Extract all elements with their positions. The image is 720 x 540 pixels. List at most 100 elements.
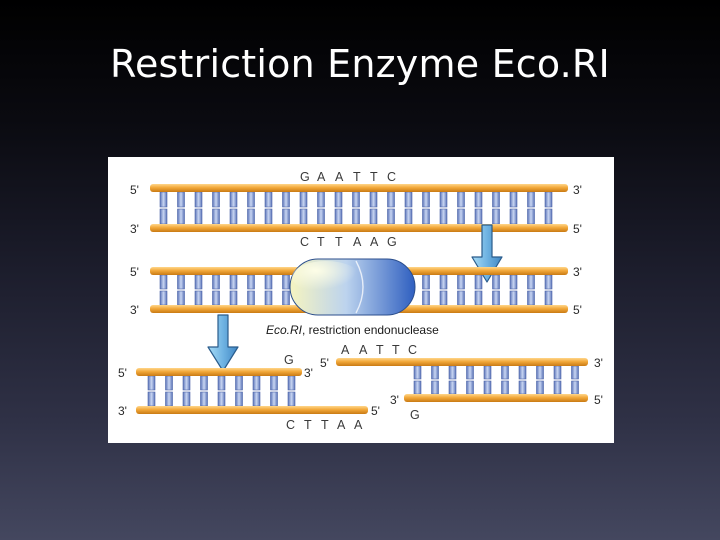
seq-base: G [387, 235, 397, 249]
base-pair-rung [264, 208, 273, 225]
base-pair-rung [247, 290, 255, 306]
base-pair-rung [509, 274, 518, 290]
seq-base: A [317, 170, 326, 184]
base-pair-rung [182, 375, 191, 391]
top-recognition-sequence: G A A T T C [300, 170, 396, 184]
right-fragment [336, 358, 588, 402]
seq-base: A [370, 235, 379, 249]
base-pair-rung [159, 208, 168, 225]
base-pair-rung [177, 191, 185, 208]
base-pair-rung [264, 191, 273, 208]
base-pair-rung [229, 274, 238, 290]
base-pair-rung [177, 274, 185, 290]
base-pair-rung [217, 375, 226, 391]
base-pair-rung [404, 208, 413, 225]
base-pair-rung [159, 191, 168, 208]
top-strand2-right-label: 5' [573, 222, 582, 236]
base-pair-rung [457, 274, 465, 290]
strand-top-3to5 [150, 224, 568, 232]
base-pair-rung [422, 191, 430, 208]
top-strand1-right-label: 3' [573, 183, 582, 197]
base-pair-rung [571, 365, 579, 380]
mid-strand2-left-label: 3' [130, 303, 139, 317]
base-pair-rung [474, 191, 483, 208]
base-pair-rung [509, 290, 518, 306]
seq-base: T [335, 235, 343, 249]
base-pair-rung [422, 274, 430, 290]
base-pair-rung [264, 290, 273, 306]
base-pair-rung [431, 380, 439, 395]
base-pair-rung [287, 391, 296, 407]
strand-right-top [336, 358, 588, 366]
base-pair-rung [448, 380, 457, 395]
base-pair-rung [431, 365, 439, 380]
base-pair-rung [527, 274, 535, 290]
seq-base: T [353, 170, 361, 184]
base-pair-rung [200, 375, 208, 391]
base-pair-rung [571, 380, 579, 395]
seq-base: T [392, 343, 400, 357]
base-pair-rung [439, 274, 448, 290]
base-pair-rung [212, 208, 220, 225]
base-pair-rung [387, 208, 395, 225]
right-top-right-label: 3' [594, 356, 603, 370]
base-pair-rung [229, 290, 238, 306]
base-pair-rung [212, 274, 220, 290]
base-pair-rung [457, 208, 465, 225]
top-strand2-left-label: 3' [130, 222, 139, 236]
base-pair-rung [474, 208, 483, 225]
base-pair-rung [352, 208, 360, 225]
seq-base: G [300, 170, 310, 184]
seq-base: A [353, 235, 362, 249]
base-pair-rung [299, 191, 308, 208]
base-pair-rung [264, 274, 273, 290]
base-pair-rung [252, 391, 261, 407]
base-pair-rung [270, 391, 278, 407]
top-complement-sequence: C T T A A G [300, 235, 397, 249]
base-pair-rung [369, 191, 378, 208]
base-pair-rung [466, 380, 474, 395]
base-pair-rung [413, 365, 422, 380]
base-pair-rung [439, 208, 448, 225]
base-pair-rung [518, 380, 527, 395]
base-pair-rung [282, 274, 290, 290]
base-pair-rung [474, 274, 483, 290]
base-pair-rung [413, 380, 422, 395]
seq-base: T [304, 418, 312, 432]
base-pair-rung [282, 290, 290, 306]
seq-base: A [335, 170, 344, 184]
right-bottom-left-label: 3' [390, 393, 399, 407]
base-pair-rung [247, 274, 255, 290]
enzyme-icon [289, 258, 416, 316]
left-top-right-label: 3' [304, 366, 313, 380]
base-pair-rung [518, 365, 527, 380]
base-pair-rung [544, 274, 553, 290]
right-bottom-end-base: G [410, 408, 420, 422]
mid-strand1-right-label: 3' [573, 265, 582, 279]
base-pair-rung [492, 191, 500, 208]
base-pair-rung [483, 380, 492, 395]
left-fragment [136, 368, 368, 414]
base-pair-rung [159, 274, 168, 290]
base-pair-rung [177, 290, 185, 306]
base-pair-rung [501, 380, 509, 395]
mid-strand1-left-label: 5' [130, 265, 139, 279]
base-pair-rung [317, 191, 325, 208]
base-pair-rung [544, 290, 553, 306]
base-pair-rung [235, 391, 243, 407]
base-pair-rung [474, 290, 483, 306]
base-pair-rung [387, 191, 395, 208]
seq-base: C [387, 170, 396, 184]
base-pair-rung [317, 208, 325, 225]
right-overhang-sequence: A A T T C [341, 343, 417, 357]
base-pair-rung [194, 274, 203, 290]
base-pair-rung [247, 208, 255, 225]
base-pair-rung [527, 290, 535, 306]
base-pair-rung [147, 391, 156, 407]
base-pair-rung [369, 208, 378, 225]
base-pair-rung [165, 391, 173, 407]
right-bottom-right-label: 5' [594, 393, 603, 407]
base-pair-rung [527, 191, 535, 208]
base-pair-rung [282, 191, 290, 208]
base-pair-rung [457, 191, 465, 208]
